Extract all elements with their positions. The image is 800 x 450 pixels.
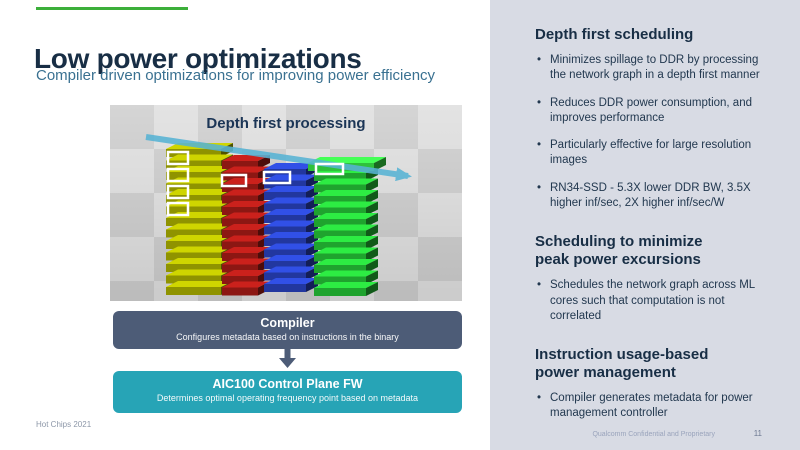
- highlight-box: [166, 167, 190, 183]
- accent-line: [36, 7, 188, 10]
- fw-box-subtitle: Determines optimal operating frequency p…: [156, 393, 419, 403]
- down-arrow-icon: [279, 349, 296, 368]
- compiler-box: Compiler Configures metadata based on in…: [113, 311, 462, 349]
- section-heading: Instruction usage-based power management: [535, 346, 709, 382]
- bullet-item: Particularly effective for large resolut…: [535, 138, 772, 169]
- compiler-box-subtitle: Configures metadata based on instruction…: [176, 332, 399, 342]
- green-stack: [314, 167, 378, 296]
- footer-confidentiality: Qualcomm Confidential and Proprietary: [592, 431, 715, 438]
- fw-box: AIC100 Control Plane FW Determines optim…: [113, 371, 462, 413]
- page-subtitle: Compiler driven optimizations for improv…: [36, 67, 436, 84]
- highlight-box: [314, 162, 345, 176]
- bullet-item: RN34-SSD - 5.3X lower DDR BW, 3.5X highe…: [535, 181, 772, 212]
- highlight-box: [166, 201, 190, 217]
- page-title: Low power optimizations: [34, 42, 362, 74]
- bullet-item: Minimizes spillage to DDR by processing …: [535, 53, 772, 84]
- section-heading: Scheduling to minimize peak power excurs…: [535, 233, 703, 269]
- highlight-box: [166, 150, 190, 166]
- section-depth-first-scheduling: Depth first scheduling Minimizes spillag…: [535, 26, 772, 211]
- depth-first-arrow: [145, 134, 412, 182]
- viewport-title: Depth first processing: [206, 115, 366, 132]
- highlight-box: [262, 170, 292, 185]
- footer-event: Hot Chips 2021: [36, 420, 92, 429]
- section-peak-power-scheduling: Scheduling to minimize peak power excurs…: [535, 233, 772, 324]
- bullet-list: Minimizes spillage to DDR by processing …: [535, 53, 772, 211]
- page-number: 11: [753, 429, 762, 438]
- bullet-item: Reduces DDR power consumption, and impro…: [535, 96, 772, 127]
- bullet-item: Compiler generates metadata for power ma…: [535, 391, 772, 422]
- section-instruction-power-mgmt: Instruction usage-based power management…: [535, 346, 772, 422]
- bullet-list: Compiler generates metadata for power ma…: [535, 391, 772, 422]
- section-heading: Depth first scheduling: [535, 26, 694, 43]
- bullet-item: Schedules the network graph across ML co…: [535, 278, 772, 324]
- right-panel: Depth first scheduling Minimizes spillag…: [490, 0, 800, 450]
- highlight-box: [220, 173, 248, 188]
- bullet-list: Schedules the network graph across ML co…: [535, 278, 772, 324]
- depth-first-scene: [145, 134, 412, 301]
- compiler-box-title: Compiler: [260, 316, 315, 330]
- highlight-box: [166, 184, 190, 200]
- render-viewport: Depth first processing: [110, 105, 462, 301]
- right-panel-content: Depth first scheduling Minimizes spillag…: [535, 26, 772, 434]
- fw-box-title: AIC100 Control Plane FW: [212, 377, 363, 391]
